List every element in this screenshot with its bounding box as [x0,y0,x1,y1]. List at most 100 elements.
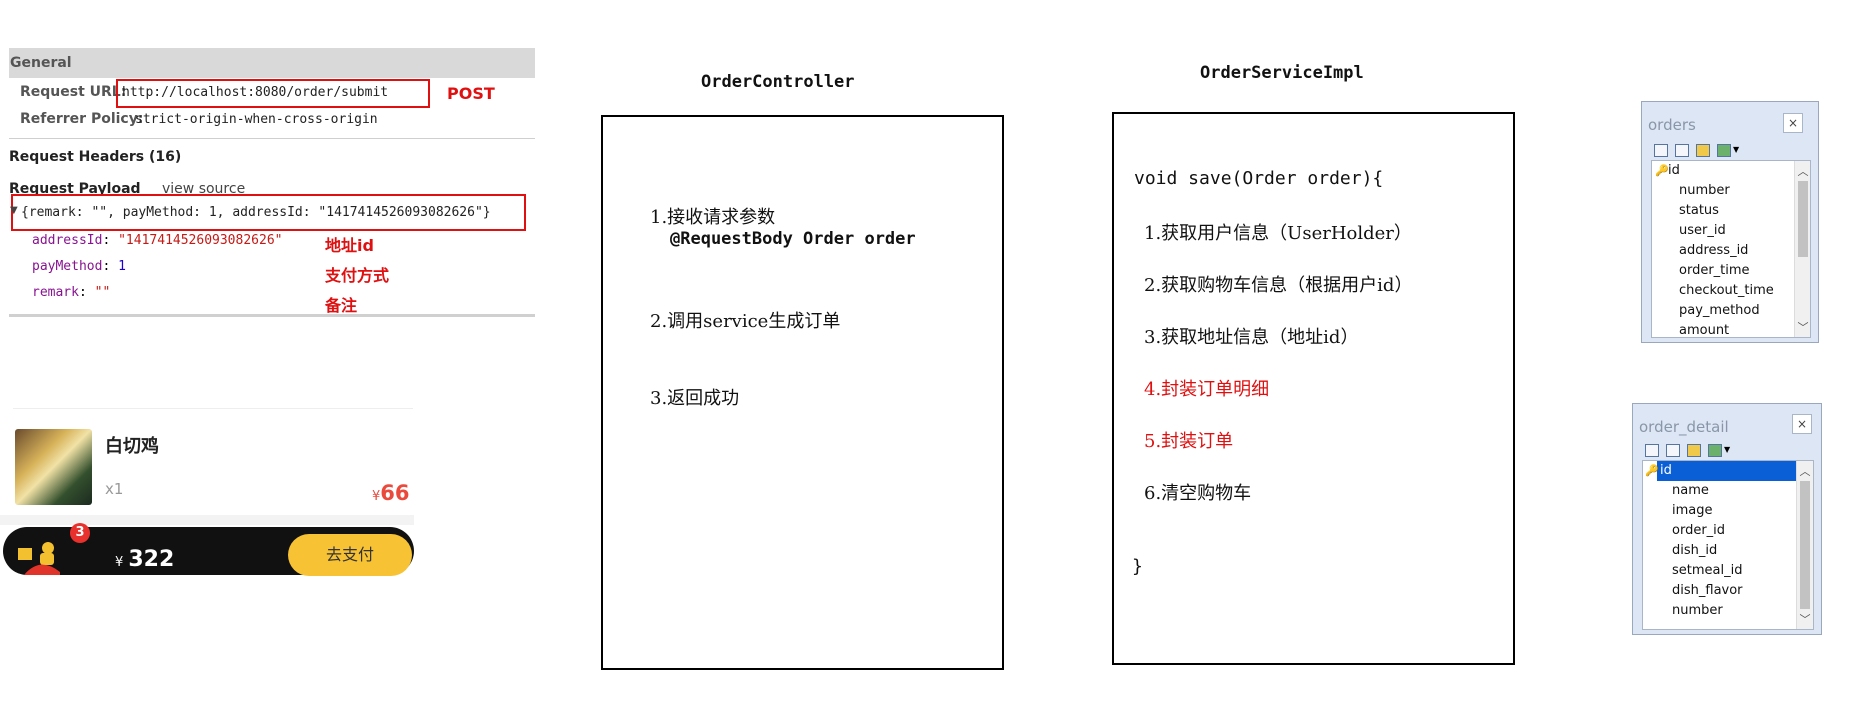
service-step: 6.清空购物车 [1144,483,1252,504]
table-toolbar-icon[interactable] [1687,444,1701,457]
cart-total: ¥ 322 [115,547,174,572]
payload-summary-highlight [11,194,526,231]
request-url-label: Request URL: [20,84,127,100]
request-panel: General Request URL: http://localhost:80… [9,48,535,322]
primary-key-icon: 🔑 [1655,164,1669,177]
field-item-selected[interactable]: id [1657,461,1797,481]
service-box [1112,112,1515,665]
service-step-highlighted: 4.封装订单明细 [1144,379,1270,400]
cart-separator [0,515,414,525]
table-title: orders [1648,116,1696,134]
referrer-policy-value: strict-origin-when-cross-origin [135,112,378,127]
referrer-policy-label: Referrer Policy: [20,111,144,127]
payload-summary: {remark: "", payMethod: 1, addressId: "1… [21,205,491,220]
food-image [15,429,92,505]
controller-box [601,115,1004,670]
annotation-remark: 备注 [325,296,358,315]
cart-total-value: 322 [128,547,175,572]
divider [13,408,413,409]
item-price: ¥66 [372,481,410,505]
order-detail-table-window[interactable]: order_detail × ▼ id 🔑 name image order_i… [1632,403,1822,635]
field-item[interactable]: checkout_time [1679,283,1774,298]
field-item[interactable]: id [1668,163,1680,178]
view-source-link[interactable]: view source [162,181,246,197]
field-item[interactable]: number [1679,183,1730,198]
field-item[interactable]: amount [1679,323,1730,338]
service-step: 3.获取地址信息（地址id） [1144,327,1359,348]
payload-key: payMethod [32,259,103,274]
expand-triangle-icon[interactable]: ▼ [10,205,18,216]
service-title: OrderServiceImpl [1200,63,1364,83]
controller-step: 1.接收请求参数 [650,207,776,228]
scrollbar-thumb[interactable] [1800,481,1810,609]
table-toolbar-icon[interactable] [1696,144,1710,157]
request-payload-header[interactable]: Request Payload [9,181,141,197]
field-item[interactable]: dish_id [1672,543,1718,558]
panel-bottom-border [9,314,535,317]
payload-field-paymethod: payMethod: 1 [32,259,126,274]
chevron-down-icon[interactable]: ▼ [1724,445,1731,454]
annotation-address-id: 地址id [325,236,374,255]
service-step-highlighted: 5.封装订单 [1144,431,1234,452]
payload-key: remark [32,285,79,300]
divider [9,138,535,139]
payload-value: 1 [118,259,126,274]
payload-value: "1417414526093082626" [118,233,283,248]
field-list[interactable]: id 🔑 name image order_id dish_id setmeal… [1642,460,1814,630]
payload-field-addressid: addressId: "1417414526093082626" [32,233,283,248]
controller-step-annotation: @RequestBody Order order [670,229,916,249]
method-signature: void save(Order order){ [1134,168,1384,189]
field-item[interactable]: order_time [1679,263,1750,278]
field-item[interactable]: status [1679,203,1719,218]
item-name: 白切鸡 [105,436,159,457]
field-item[interactable]: image [1672,503,1713,518]
cart-count-badge: 3 [70,523,90,543]
service-step: 2.获取购物车信息（根据用户id） [1144,275,1413,296]
scroll-down-icon[interactable]: ﹀ [1797,321,1809,334]
pay-button[interactable]: 去支付 [288,534,412,576]
request-headers-header[interactable]: Request Headers (16) [9,149,182,165]
delivery-rider-icon[interactable] [18,542,62,575]
table-toolbar-icon[interactable] [1708,444,1722,457]
scrollbar-thumb[interactable] [1798,181,1808,257]
controller-step: 2.调用service生成订单 [650,311,841,332]
currency-symbol: ¥ [372,489,381,504]
field-item[interactable]: order_id [1672,523,1726,538]
scrollbar[interactable]: ︿ ﹀ [1794,161,1810,337]
field-list[interactable]: 🔑 id number status user_id address_id or… [1651,160,1811,338]
scrollbar[interactable]: ︿ ﹀ [1796,461,1813,629]
table-title: order_detail [1639,418,1729,436]
payload-value: "" [94,285,111,300]
primary-key-icon: 🔑 [1645,464,1659,477]
orders-table-window[interactable]: orders × ▼ 🔑 id number status user_id ad… [1641,101,1819,343]
currency-symbol: ¥ [115,555,124,570]
field-item[interactable]: address_id [1679,243,1749,258]
item-quantity: x1 [105,480,124,498]
general-section-header[interactable]: General [9,48,535,78]
chevron-down-icon[interactable]: ▼ [1733,145,1740,154]
close-icon[interactable]: × [1792,414,1812,434]
table-toolbar-icon[interactable] [1654,144,1668,157]
scroll-up-icon[interactable]: ︿ [1797,165,1809,178]
field-item[interactable]: pay_method [1679,303,1760,318]
table-toolbar-icon[interactable] [1717,144,1731,157]
general-label: General [10,55,72,71]
close-icon[interactable]: × [1783,113,1803,133]
table-toolbar-icon[interactable] [1666,444,1680,457]
scroll-up-icon[interactable]: ︿ [1799,465,1811,478]
request-url-value[interactable]: http://localhost:8080/order/submit [122,85,389,100]
annotation-pay-method: 支付方式 [325,266,390,285]
request-url-highlight [116,79,430,108]
controller-title: OrderController [701,72,855,92]
payload-key: addressId [32,233,103,248]
table-toolbar-icon[interactable] [1675,144,1689,157]
field-item[interactable]: number [1672,603,1723,618]
field-item[interactable]: dish_flavor [1672,583,1743,598]
field-item[interactable]: setmeal_id [1672,563,1743,578]
field-item[interactable]: name [1672,483,1709,498]
field-item[interactable]: user_id [1679,223,1726,238]
service-step: 1.获取用户信息（UserHolder） [1144,223,1412,244]
scroll-down-icon[interactable]: ﹀ [1799,613,1811,626]
http-method-label: POST [447,84,495,103]
table-toolbar-icon[interactable] [1645,444,1659,457]
